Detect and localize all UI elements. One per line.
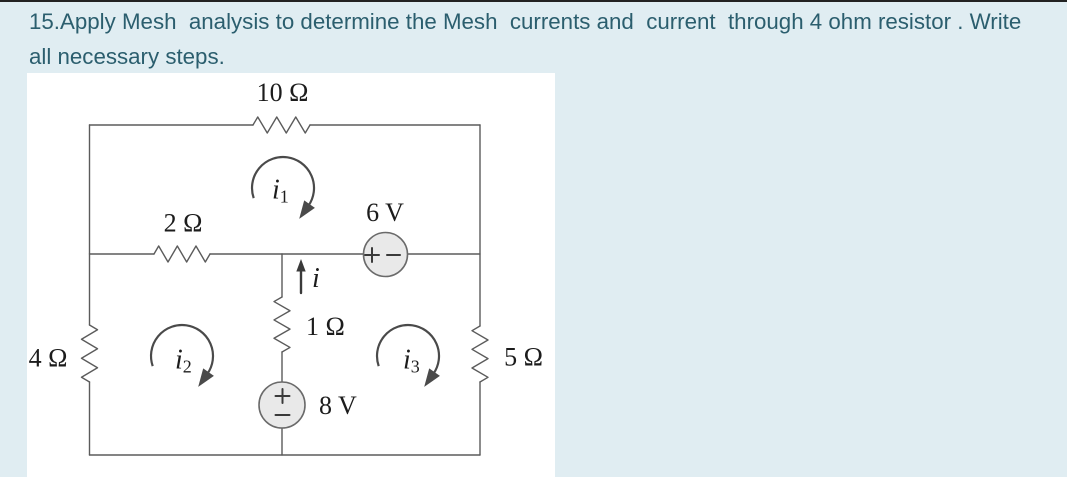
svg-text:i2: i2: [175, 345, 192, 377]
svg-text:i1: i1: [272, 175, 289, 207]
svg-text:8 V: 8 V: [319, 391, 357, 420]
svg-text:4 Ω: 4 Ω: [29, 344, 68, 373]
svg-text:6 V: 6 V: [366, 198, 404, 227]
svg-text:10 Ω: 10 Ω: [257, 78, 309, 107]
svg-text:2 Ω: 2 Ω: [164, 209, 203, 238]
svg-text:i3: i3: [403, 345, 420, 377]
svg-text:5 Ω: 5 Ω: [504, 343, 543, 372]
svg-text:1 Ω: 1 Ω: [306, 312, 345, 341]
svg-text:i: i: [312, 263, 320, 294]
